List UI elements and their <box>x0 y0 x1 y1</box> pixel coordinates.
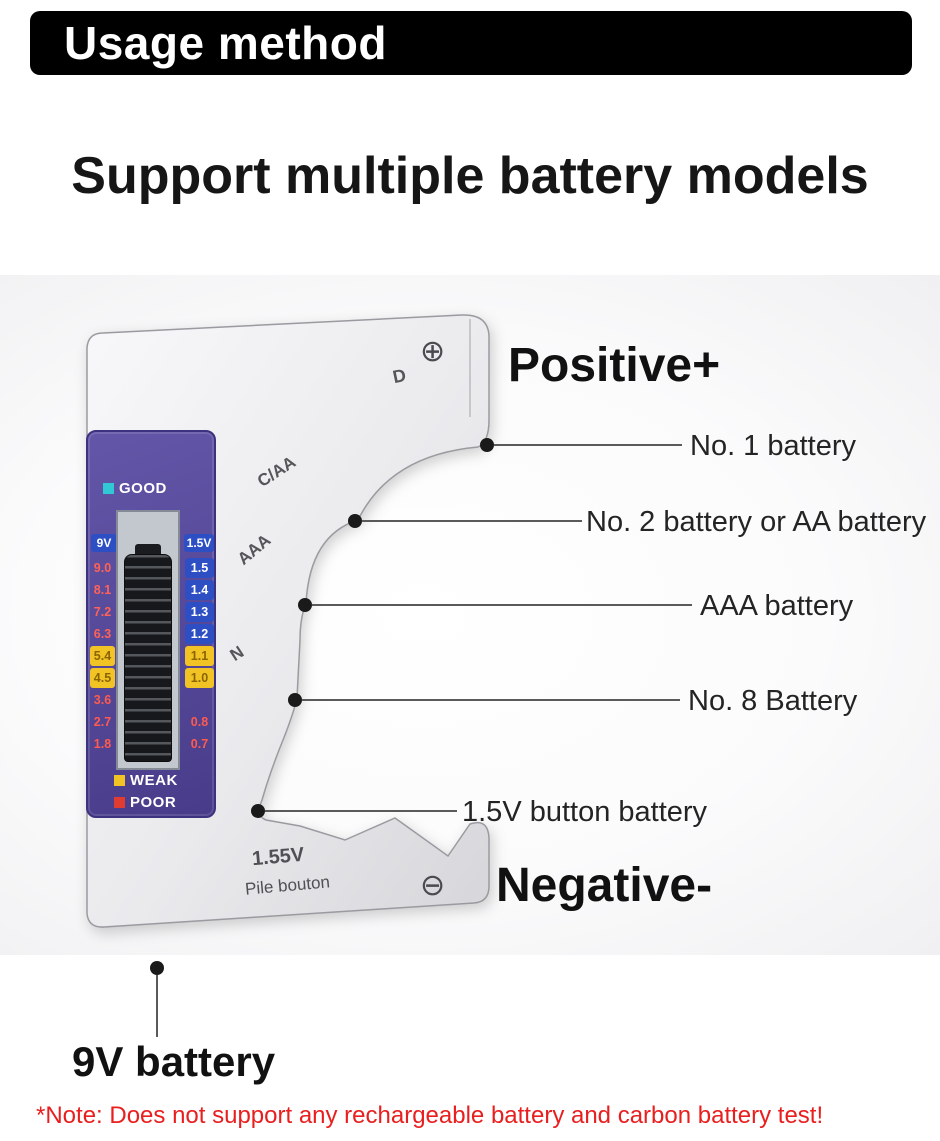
good-indicator-icon <box>103 483 114 494</box>
callout-no1-battery: No. 1 battery <box>690 430 857 462</box>
callout-button-battery: 1.5V button battery <box>462 796 708 828</box>
callout-dot <box>298 598 312 612</box>
poor-status: POOR <box>114 794 176 811</box>
good-status: GOOD <box>103 480 167 497</box>
callout-line <box>362 520 582 522</box>
scale-cell: 4.5 <box>90 668 115 688</box>
scale-cell: 1.0 <box>185 668 214 688</box>
scale-cell: 0.7 <box>190 737 209 751</box>
scale-cell: 1.3 <box>185 602 214 622</box>
scale-cell: 5.4 <box>90 646 115 666</box>
positive-terminal-icon: ⊕ <box>420 335 446 368</box>
callout-aaa-battery: AAA battery <box>700 590 854 622</box>
good-label: GOOD <box>119 480 167 497</box>
callout-dot <box>150 961 164 975</box>
scale-cell: 9.0 <box>93 561 112 575</box>
scale-cell: 1.5 <box>185 558 214 578</box>
callout-line <box>312 604 692 606</box>
segment-bar-tab <box>135 544 161 556</box>
negative-terminal-icon: ⊖ <box>420 869 446 902</box>
scale-cell: 3.6 <box>93 693 112 707</box>
callout-dot <box>288 693 302 707</box>
callout-dot <box>348 514 362 528</box>
lcd-window <box>116 510 180 770</box>
callout-line <box>302 699 680 701</box>
banner-title: Usage method <box>64 17 387 69</box>
callout-line <box>156 975 158 1037</box>
scale-cell: 7.2 <box>93 605 112 619</box>
weak-indicator-icon <box>114 775 125 786</box>
lcd-display-module: GOOD 9V 1.5V 9.0 1.5 8.1 1.4 7.2 1.3 6.3… <box>86 430 216 818</box>
scale-cell: 1.1 <box>185 646 214 666</box>
page-title: Support multiple battery models <box>71 147 869 205</box>
scale-cell: 2.7 <box>93 715 112 729</box>
positive-label: Positive+ <box>508 339 721 392</box>
poor-label: POOR <box>130 794 177 811</box>
scale-cell: 1.8 <box>93 737 112 751</box>
weak-status: WEAK <box>114 772 178 789</box>
banner: Usage method <box>30 11 912 75</box>
weak-label: WEAK <box>130 772 178 789</box>
scale-cell: 6.3 <box>93 627 112 641</box>
scale-header-9v: 9V <box>91 534 117 552</box>
scale-cell <box>185 690 214 710</box>
poor-indicator-icon <box>114 797 125 808</box>
scale-cell: 1.4 <box>185 580 214 600</box>
callout-dot <box>480 438 494 452</box>
scale-cell: 1.2 <box>185 624 214 644</box>
callout-dot <box>251 804 265 818</box>
callout-line <box>494 444 682 446</box>
button-cell-voltage-label: 1.55V <box>251 843 306 871</box>
callout-9v-battery: 9V battery <box>72 1038 276 1085</box>
scale-cell: 8.1 <box>93 583 112 597</box>
scale-header-1v5: 1.5V <box>184 534 214 552</box>
negative-label: Negative- <box>496 859 713 912</box>
scale-cell: 0.8 <box>190 715 209 729</box>
callout-no8-battery: No. 8 Battery <box>688 685 858 717</box>
segment-bar-graph <box>124 554 172 762</box>
note-text: *Note: Does not support any rechargeable… <box>36 1102 824 1129</box>
callout-no2-aa-battery: No. 2 battery or AA battery <box>586 506 927 538</box>
callout-line <box>265 810 457 812</box>
